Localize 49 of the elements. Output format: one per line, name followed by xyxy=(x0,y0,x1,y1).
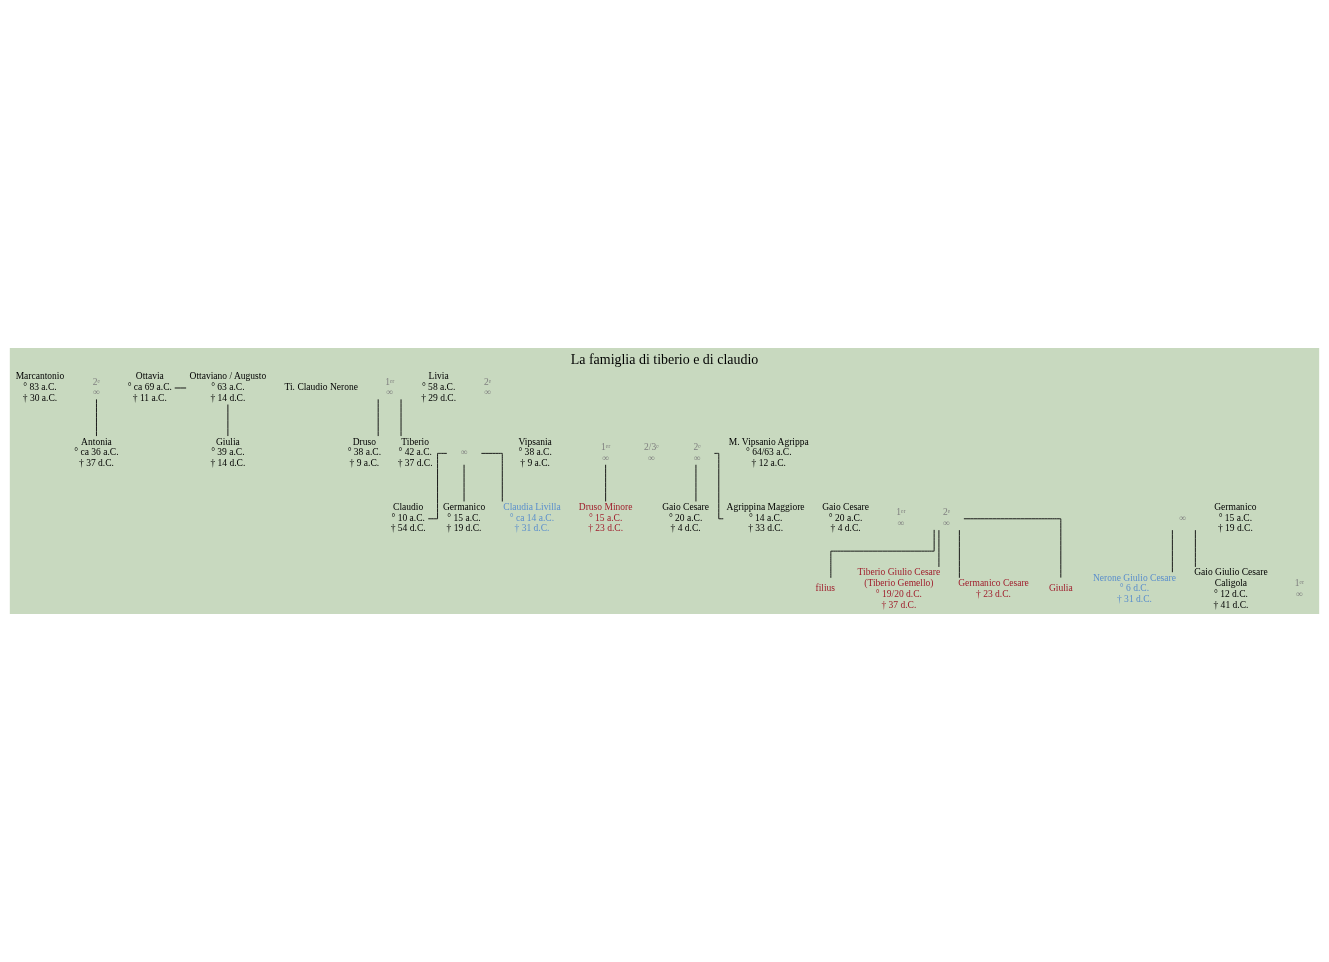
node-text: M. Vipsanio Agrippa ° 64/63 a.C. † 12 a.C. xyxy=(728,436,809,469)
node-text: ∞ xyxy=(1179,512,1187,523)
node-text: Germanico ° 15 a.C. † 19 d.C. xyxy=(1214,501,1257,534)
node-text: Agrippina Maggiore ° 14 a.C. † 33 d.C. xyxy=(726,501,805,534)
node-text: 1ᵉʳ ∞ xyxy=(896,507,906,529)
node-text: Gaio Cesare ° 20 a.C. † 4 d.C. xyxy=(662,501,709,534)
node-text: Ottavia ° ca 69 a.C. † 11 a.C. xyxy=(127,371,172,403)
node-text: 1ᵉʳ ∞ xyxy=(1294,578,1305,599)
node-text: Ottaviano / Augusto ° 63 a.C. † 14 d.C. xyxy=(189,371,267,403)
node-text: Nerone Giulio Cesare ° 6 d.C. † 31 d.C. xyxy=(1092,572,1176,605)
node-text: Gaio Cesare ° 20 a.C. † 4 d.C. xyxy=(822,501,869,534)
node-text: filius xyxy=(815,583,836,594)
node-text: 2ᵉ ∞ xyxy=(693,441,701,463)
node-text: Claudio ° 10 a.C. † 54 d.C. xyxy=(390,501,426,534)
node-text: Druso Minore ° 15 a.C. † 23 d.C. xyxy=(578,501,633,534)
node-text: Germanico Cesare † 23 d.C. xyxy=(958,578,1029,599)
connector xyxy=(958,529,960,579)
connector xyxy=(480,452,503,502)
node-text: Giulia xyxy=(1048,583,1073,594)
connector xyxy=(830,529,935,579)
node-text: 2ᵉ ∞ xyxy=(92,376,101,398)
node-text: Antonia ° ca 36 a.C. † 37 d.C. xyxy=(74,436,119,469)
node-text: Giulia ° 39 a.C. † 14 d.C. xyxy=(210,436,246,469)
node-text: Gaio Giulio Cesare Caligola ° 12 d.C. † 41 d.C. xyxy=(1194,567,1268,610)
node-text: Tiberio ° 42 a.C. † 37 d.C. xyxy=(397,436,433,469)
node-text: Germanico ° 15 a.C. † 19 d.C. xyxy=(442,501,486,534)
connector xyxy=(1194,529,1196,568)
node-text: Livia ° 58 a.C. † 29 d.C. xyxy=(421,371,457,403)
connector xyxy=(96,398,97,437)
node-text: 2ᵉ ∞ xyxy=(483,376,492,398)
connector xyxy=(963,518,1062,579)
connector xyxy=(605,464,607,502)
node-text: ∞ xyxy=(460,447,468,458)
node-text: Claudia Livilla ° ca 14 a.C. † 31 d.C. xyxy=(503,501,561,534)
connector xyxy=(713,452,724,520)
node-text: Marcantonio ° 83 a.C. † 30 a.C. xyxy=(15,371,65,403)
node-text: 2ᵉ ∞ xyxy=(942,507,951,529)
connector xyxy=(1171,529,1173,573)
node-text: 1ᵉʳ ∞ xyxy=(385,376,395,398)
connector xyxy=(938,529,940,568)
node-text: Druso ° 38 a.C. † 9 a.C. xyxy=(347,436,382,469)
node-text: 2/3ᵉ ∞ xyxy=(644,441,659,463)
node-text: 1ᵉʳ ∞ xyxy=(600,441,611,463)
node-text: Tiberio Giulio Cesare (Tiberio Gemello) ° 19/20 d.C. † 37 d.C. xyxy=(857,567,941,610)
connector xyxy=(227,404,229,437)
node-text: Ti. Claudio Nerone xyxy=(284,381,358,392)
connector xyxy=(377,398,379,437)
diagram-title: La famiglia di tiberio e di claudio xyxy=(570,352,759,368)
node-text: Vipsania ° 38 a.C. † 9 a.C. xyxy=(518,436,552,469)
